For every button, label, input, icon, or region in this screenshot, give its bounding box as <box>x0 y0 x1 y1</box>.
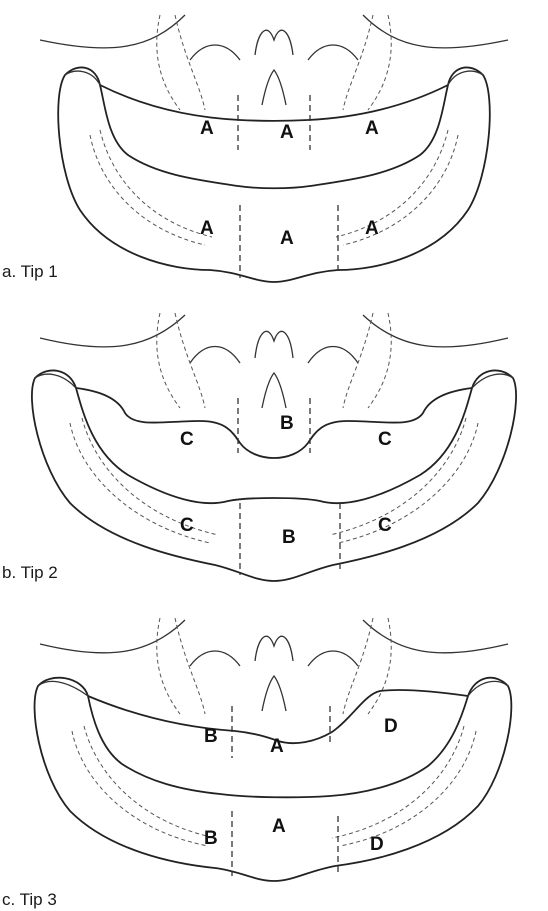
zone-label-lower-mid: A <box>272 816 286 837</box>
panel-caption: a. Tip 1 <box>2 262 58 282</box>
zone-label-lower-left: A <box>200 218 214 239</box>
panel-tip-2: C B C C B C b. Tip 2 <box>0 303 548 606</box>
zone-label-upper-mid: A <box>280 122 294 143</box>
panel-tip-3: B A D B A D c. Tip 3 <box>0 606 548 909</box>
zone-label-upper-right: C <box>378 429 392 450</box>
zone-label-lower-right: C <box>378 515 392 536</box>
zone-label-lower-right: A <box>365 218 379 239</box>
mandible-drawing-tip-3: B A D B A D <box>0 606 548 909</box>
mandible-drawing-tip-1: A A A A A A <box>0 0 548 303</box>
panel-caption: c. Tip 3 <box>2 890 57 910</box>
zone-label-upper-mid: A <box>270 736 284 757</box>
zone-label-lower-left: C <box>180 515 194 536</box>
zone-label-lower-right: D <box>370 834 384 855</box>
zone-label-upper-right: A <box>365 118 379 139</box>
mandible-drawing-tip-2: C B C C B C <box>0 303 548 606</box>
zone-label-upper-right: D <box>384 716 398 737</box>
zone-label-upper-left: A <box>200 118 214 139</box>
panel-caption: b. Tip 2 <box>2 563 58 583</box>
zone-label-lower-mid: B <box>282 527 296 548</box>
zone-label-upper-mid: B <box>280 413 294 434</box>
zone-label-lower-mid: A <box>280 228 294 249</box>
zone-label-upper-left: B <box>204 726 218 747</box>
panel-tip-1: A A A A A A a. Tip 1 <box>0 0 548 303</box>
zone-label-upper-left: C <box>180 429 194 450</box>
zone-label-lower-left: B <box>204 828 218 849</box>
